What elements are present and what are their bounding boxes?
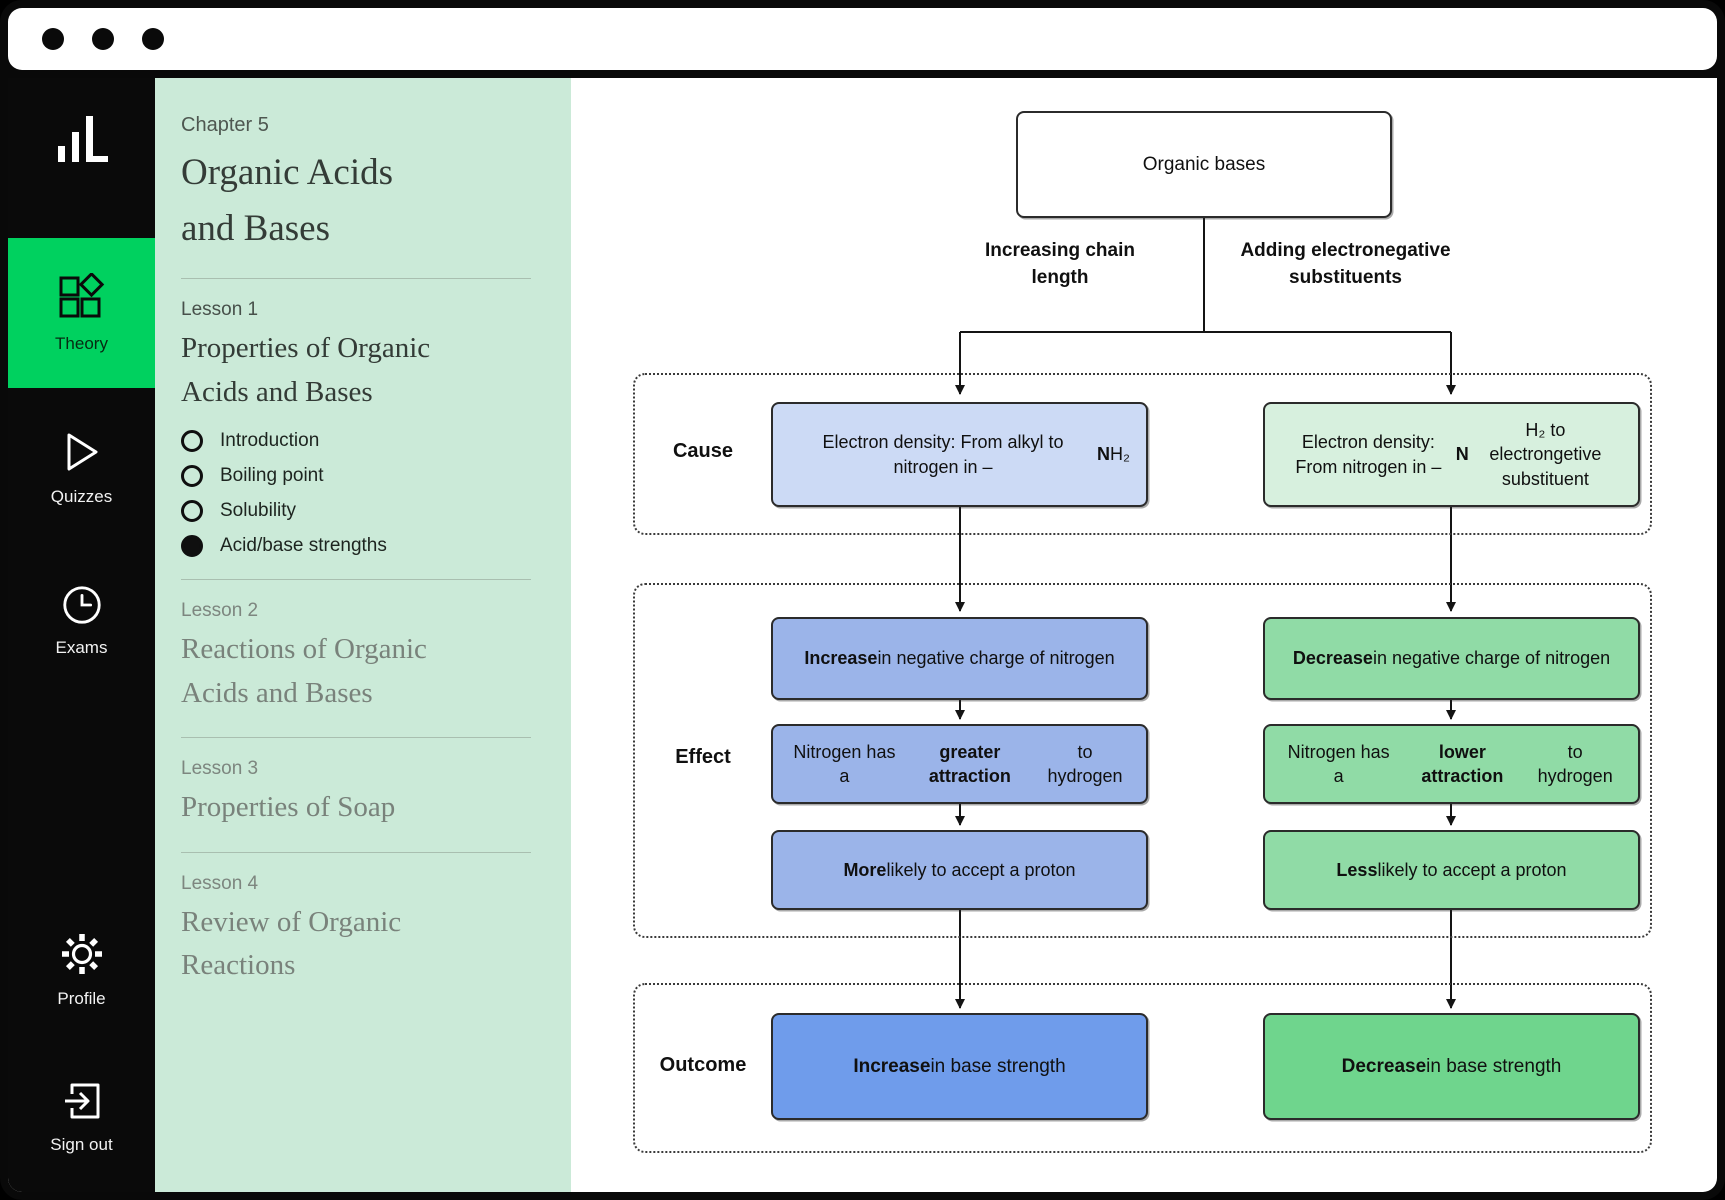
lesson-2-section: Lesson 2 Reactions of Organic Acids and …: [181, 600, 531, 715]
lesson-title[interactable]: Review of Organic Reactions: [181, 905, 402, 982]
sidebar: Theory Quizzes Exams: [8, 78, 155, 1192]
window-control-dot[interactable]: [142, 28, 164, 50]
topic-label: Solubility: [220, 500, 297, 521]
sidebar-item-exams[interactable]: Exams: [8, 583, 155, 658]
lesson-label: Lesson 1: [181, 299, 259, 320]
radio-selected-icon: [181, 535, 203, 557]
left-effect-node-1: Increase in negative charge of nitrogen: [771, 617, 1148, 700]
branch-label-left: Increasing chain length: [985, 240, 1135, 288]
left-cause-node: Electron density: From alkyl to nitrogen…: [771, 402, 1148, 507]
right-effect-node-1: Decrease in negative charge of nitrogen: [1263, 617, 1640, 700]
window-titlebar: [8, 8, 1717, 70]
right-effect-node-2: Nitrogen has a lower attraction to hydro…: [1263, 724, 1640, 804]
app-logo: [8, 112, 155, 173]
topic-boiling-point[interactable]: Boiling point: [181, 465, 531, 487]
divider: [181, 851, 531, 853]
topic-list: Introduction Boiling point Solubility Ac…: [181, 430, 531, 557]
topic-acid-base-strengths[interactable]: Acid/base strengths: [181, 535, 531, 557]
effect-row-frame: [633, 583, 1652, 938]
left-effect-node-2: Nitrogen has a greater attraction to hyd…: [771, 724, 1148, 804]
sidebar-item-label: Profile: [57, 989, 106, 1008]
branch-label-right: Adding electronegative substituents: [1240, 240, 1451, 288]
window-control-dot[interactable]: [92, 28, 114, 50]
sign-out-icon: [59, 1078, 105, 1129]
chapter-title: Organic Acids and Bases: [181, 152, 394, 249]
divider: [181, 579, 531, 580]
root-node: Organic bases: [1016, 111, 1392, 218]
window-control-dot[interactable]: [42, 28, 64, 50]
lesson-label: Lesson 2: [181, 600, 259, 621]
lesson-label: Lesson 3: [181, 758, 259, 779]
topic-label: Boiling point: [220, 465, 324, 486]
lesson-1-section: Lesson 1 Properties of Organic Acids and…: [181, 299, 531, 557]
lesson-4-section: Lesson 4 Review of Organic Reactions: [181, 873, 531, 988]
lesson-title[interactable]: Properties of Soap: [181, 791, 396, 823]
radio-unselected-icon: [181, 465, 203, 487]
right-effect-node-3: Less likely to accept a proton: [1263, 830, 1640, 910]
sidebar-item-theory[interactable]: Theory: [8, 238, 155, 388]
cause-row-frame: [633, 373, 1652, 535]
sidebar-item-profile[interactable]: Profile: [8, 930, 155, 1009]
sidebar-item-label: Quizzes: [50, 487, 113, 506]
gear-icon: [58, 930, 106, 983]
clock-icon: [60, 583, 104, 632]
chapter-label: Chapter 5: [181, 114, 269, 136]
row-label-outcome: Outcome: [659, 1054, 747, 1076]
topic-introduction[interactable]: Introduction: [181, 430, 531, 452]
left-outcome-node: Increase in base strength: [771, 1013, 1148, 1120]
sidebar-item-label: Exams: [55, 638, 108, 657]
lesson-label: Lesson 4: [181, 872, 259, 894]
lesson-title-active[interactable]: Properties of Organic Acids and Bases: [181, 332, 431, 408]
sidebar-item-signout[interactable]: Sign out: [8, 1078, 155, 1155]
divider: [181, 278, 531, 279]
radio-unselected-icon: [181, 500, 203, 522]
divider: [181, 737, 531, 738]
theory-blocks-icon: [55, 271, 109, 328]
row-label-cause: Cause: [672, 440, 734, 462]
lesson-nav-panel: Chapter 5 Organic Acids and Bases Lesson…: [155, 78, 571, 1192]
sidebar-item-quizzes[interactable]: Quizzes: [8, 428, 155, 507]
sidebar-item-label: Sign out: [50, 1135, 113, 1154]
play-triangle-icon: [60, 428, 104, 481]
lesson-title[interactable]: Reactions of Organic Acids and Bases: [181, 633, 427, 709]
left-effect-node-3: More likely to accept a proton: [771, 830, 1148, 910]
bar-chart-logo-icon: [50, 112, 114, 173]
right-outcome-node: Decrease in base strength: [1263, 1013, 1640, 1120]
radio-unselected-icon: [181, 430, 203, 452]
topic-solubility[interactable]: Solubility: [181, 500, 531, 522]
sidebar-item-label: Theory: [55, 333, 108, 353]
lesson-3-section: Lesson 3 Properties of Soap: [181, 758, 531, 830]
topic-label: Acid/base strengths: [220, 535, 387, 556]
topic-label: Introduction: [220, 430, 320, 451]
row-label-effect: Effect: [675, 746, 731, 768]
outcome-row-frame: [633, 983, 1652, 1153]
